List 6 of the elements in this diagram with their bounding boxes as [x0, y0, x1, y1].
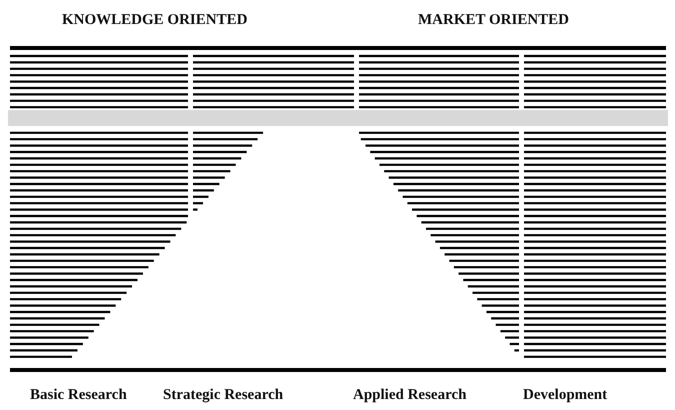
stage-label: Basic Research — [30, 387, 127, 404]
orientation-heading: MARKET ORIENTED — [418, 12, 569, 29]
stage-label: Strategic Research — [163, 387, 284, 404]
orientation-heading: KNOWLEDGE ORIENTED — [62, 12, 248, 29]
stage-label: Development — [523, 387, 608, 404]
stage-label: Applied Research — [353, 387, 466, 404]
